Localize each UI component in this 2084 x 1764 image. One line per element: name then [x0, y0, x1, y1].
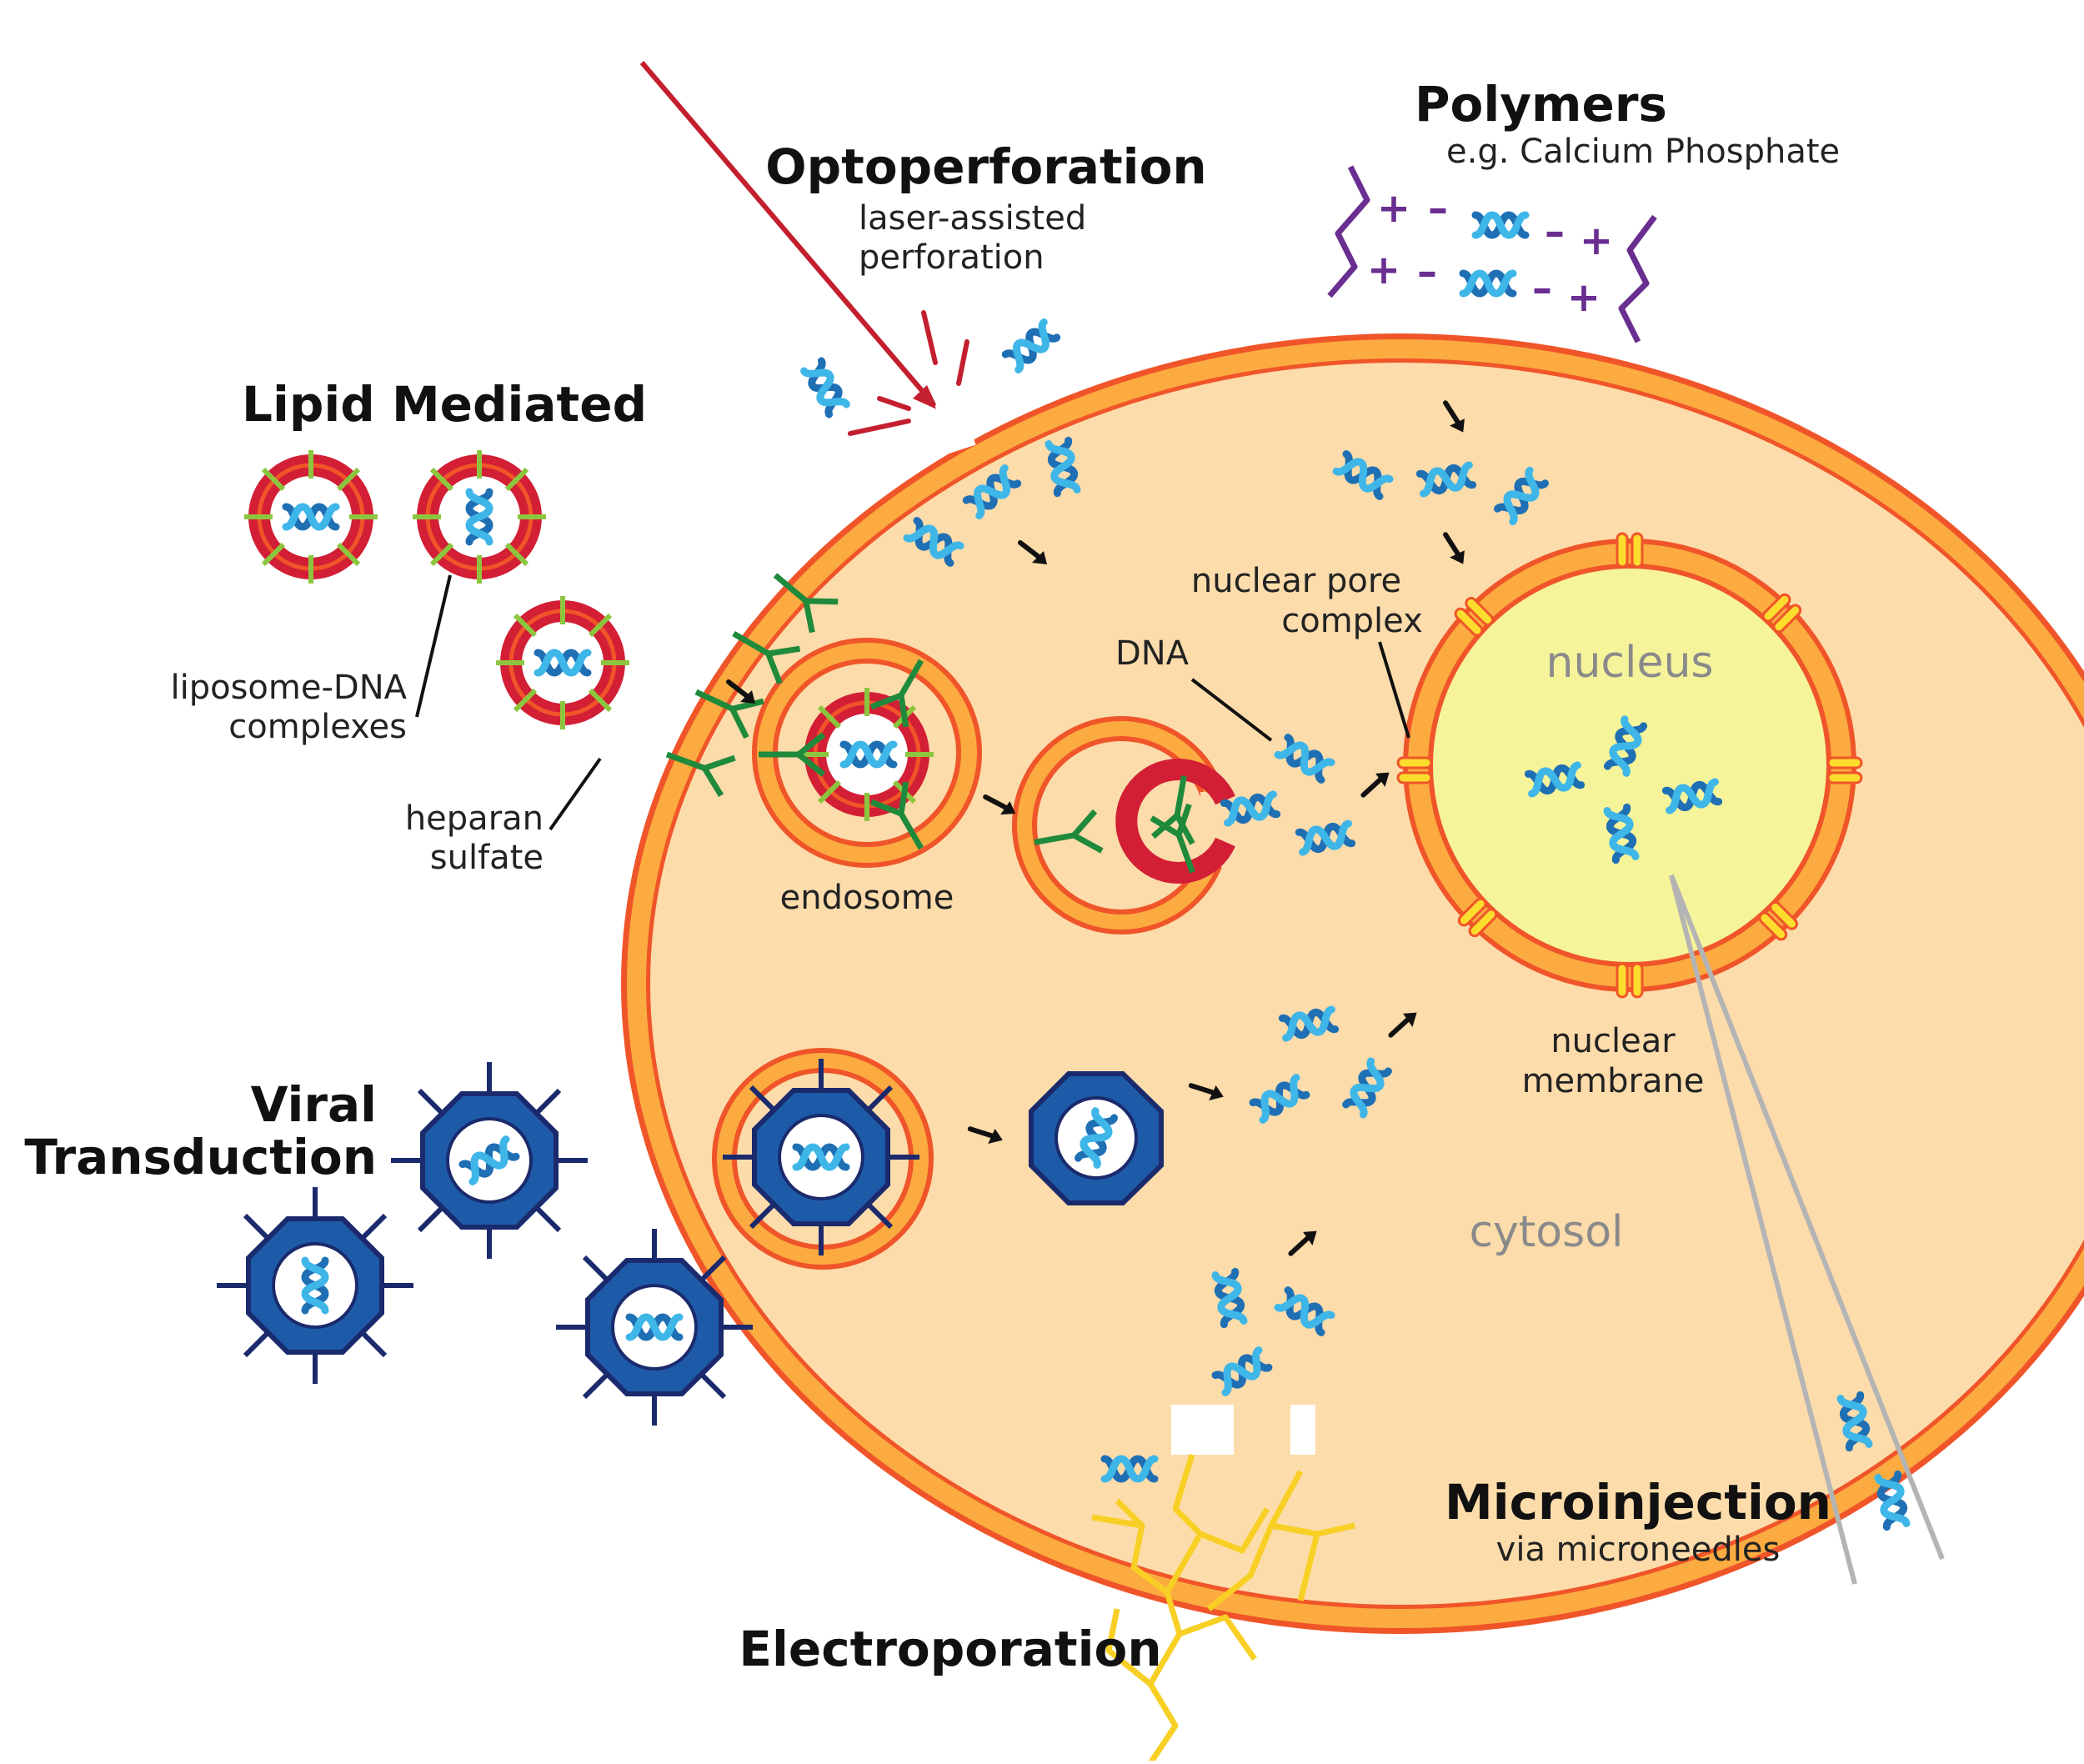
endosome-label: endosome: [780, 879, 954, 917]
dna-helix-icon: [629, 1317, 679, 1337]
dna-label: DNA: [1115, 634, 1190, 673]
nuclear-pores: [1396, 532, 1863, 999]
electroporation-title: Electroporation: [739, 1621, 1161, 1677]
viral-title-1: Viral: [251, 1076, 377, 1133]
charge-plus-4: +: [1567, 274, 1601, 321]
dna-helix-icon: [305, 1260, 325, 1310]
optoperforation-subtitle-1: laser-assisted: [859, 199, 1086, 238]
microinjection-title: Microinjection: [1445, 1474, 1831, 1531]
nucleus-interior: [1433, 569, 1826, 962]
heparan-label-2: sulfate: [430, 839, 544, 877]
dna-helix-icon: [1005, 323, 1056, 370]
polymers-title: Polymers: [1415, 76, 1667, 133]
charge-plus-2: +: [1580, 218, 1613, 264]
liposome-label-1: liposome-DNA: [171, 669, 408, 707]
cytosol-area: [650, 363, 2084, 1605]
dna-helix-icon: [538, 653, 588, 673]
charge-plus-1: +: [1377, 185, 1410, 232]
dna-helix-icon: [286, 507, 336, 527]
dna-helix-icon: [1105, 1459, 1155, 1479]
dna-helix-icon: [1878, 1474, 1906, 1526]
polymer-bracket-icon: [1327, 165, 1657, 343]
heparan-label-1: heparan: [405, 799, 544, 838]
nuclear-pore-label-2: complex: [1281, 602, 1423, 640]
liposome-label-2: complexes: [228, 708, 407, 746]
laser-tip-icon: [913, 385, 939, 410]
membrane-gap-optoperforation: [934, 397, 976, 454]
dna-helix-icon: [1463, 273, 1513, 293]
lipid-title: Lipid Mediated: [242, 376, 647, 433]
dna-helix-icon: [1475, 215, 1525, 235]
lightning-icon: [1091, 1453, 1355, 1764]
laser-spark-icon: [848, 310, 969, 436]
charge-minus-3: –: [1417, 248, 1437, 295]
microinjection-subtitle: via microneedles: [1496, 1531, 1781, 1569]
charge-minus-2: –: [1545, 208, 1565, 255]
charge-minus-4: –: [1532, 265, 1552, 312]
membrane-gap-electroporation-1: [1171, 1405, 1234, 1455]
cytosol-label: cytosol: [1470, 1207, 1624, 1257]
nuclear-membrane-label-1: nuclear: [1550, 1022, 1676, 1060]
charge-plus-3: +: [1367, 247, 1400, 293]
leader-lines: [415, 574, 1410, 831]
dna-helix-icon: [469, 492, 489, 542]
dna-helix-icon: [804, 361, 847, 414]
nuclear-membrane-label-2: membrane: [1522, 1062, 1705, 1100]
polymers-subtitle: e.g. Calcium Phosphate: [1446, 133, 1840, 171]
charge-minus-1: –: [1428, 185, 1448, 232]
dna-helix-icon: [844, 744, 894, 764]
dna-helix-icon: [796, 1147, 846, 1167]
laser-beam-icon: [639, 61, 936, 406]
nucleus-label: nucleus: [1546, 638, 1714, 688]
microneedle-icon: [1669, 874, 1945, 1585]
viral-title-2: Transduction: [24, 1129, 377, 1185]
nuclear-pore-label-1: nuclear pore: [1191, 562, 1401, 600]
optoperforation-title: Optoperforation: [765, 138, 1206, 195]
membrane-gap-electroporation-2: [1290, 1405, 1315, 1455]
optoperforation-subtitle-2: perforation: [859, 238, 1045, 277]
